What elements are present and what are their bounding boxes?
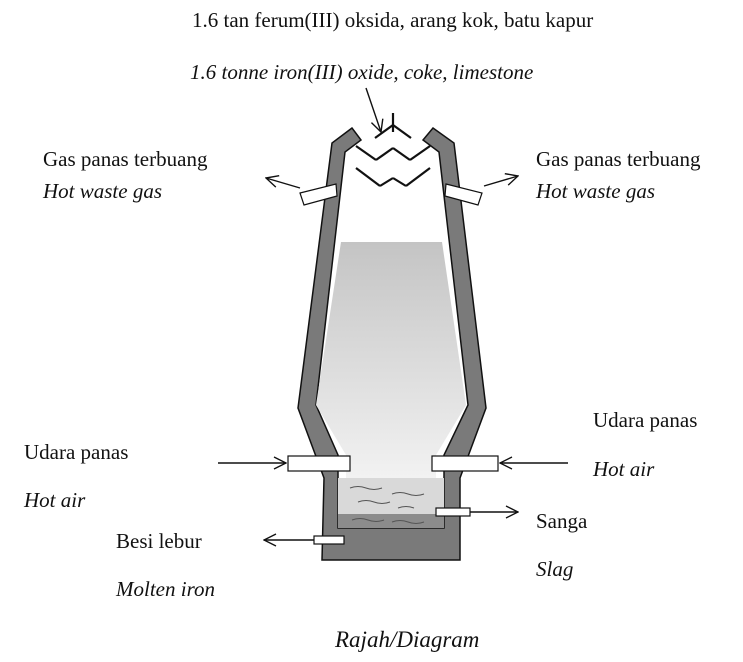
waste-gas-left-label-en: Hot waste gas: [42, 179, 162, 203]
diagram-caption: Rajah/Diagram: [334, 627, 479, 652]
furnace-charge: [316, 242, 466, 478]
waste-gas-arrow-left: [266, 178, 301, 189]
molten-iron-label-ms: Besi lebur: [116, 529, 202, 553]
furnace-hopper: [355, 113, 431, 187]
hot-air-left-label-en: Hot air: [23, 488, 86, 512]
iron-tap-pipe: [313, 535, 345, 545]
hot-air-pipe-right: [431, 455, 499, 472]
waste-gas-pipe-right: [444, 183, 483, 206]
slag-label-ms: Sanga: [536, 509, 588, 533]
hot-air-right-label-ms: Udara panas: [593, 408, 697, 432]
slag-tap-pipe: [435, 507, 471, 517]
waste-gas-right-label-en: Hot waste gas: [535, 179, 655, 203]
waste-gas-pipe-left: [299, 183, 338, 206]
feed-label-en: 1.6 tonne iron(III) oxide, coke, limesto…: [190, 60, 533, 84]
hot-air-right-label-en: Hot air: [592, 457, 655, 481]
flow-arrows: [218, 87, 568, 540]
feed-label-ms: 1.6 tan ferum(III) oksida, arang kok, ba…: [192, 8, 593, 32]
molten-iron-layer: [338, 514, 444, 528]
furnace-wall: [297, 126, 487, 561]
feed-arrow: [365, 87, 381, 132]
waste-gas-right-label-ms: Gas panas terbuang: [536, 147, 701, 171]
hot-air-left-label-ms: Udara panas: [24, 440, 128, 464]
slag-label-en: Slag: [536, 557, 573, 581]
hot-air-pipe-left: [287, 455, 351, 472]
liquid-waves: [349, 486, 425, 524]
molten-iron-label-en: Molten iron: [115, 577, 215, 601]
slag-layer: [338, 478, 444, 514]
waste-gas-arrow-right: [483, 176, 518, 187]
waste-gas-left-label-ms: Gas panas terbuang: [43, 147, 208, 171]
